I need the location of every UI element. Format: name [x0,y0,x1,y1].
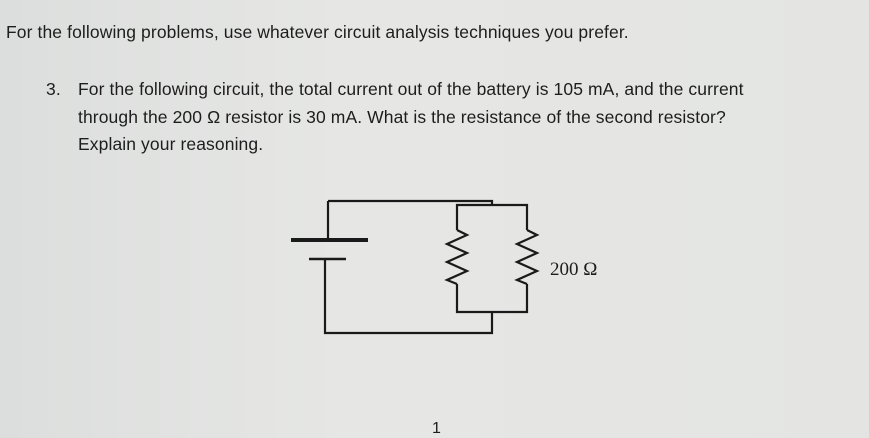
resistor-200-ohm [514,229,540,286]
problem-text-line: Explain your reasoning. [78,134,264,154]
parallel-box [455,203,529,314]
wire-left-bottom [323,259,494,335]
resistor-label: 200 Ω [550,259,598,280]
wire-top [328,199,494,205]
problem-text-line: through the 200 Ω resistor is 30 mA. Wha… [78,107,726,127]
resistor-unknown [444,229,470,286]
page-number: 1 [432,420,441,437]
problem-text-line: For the following circuit, the total cur… [78,79,744,99]
problem-number: 3. [46,79,61,99]
instructions: For the following problems, use whatever… [6,22,629,42]
